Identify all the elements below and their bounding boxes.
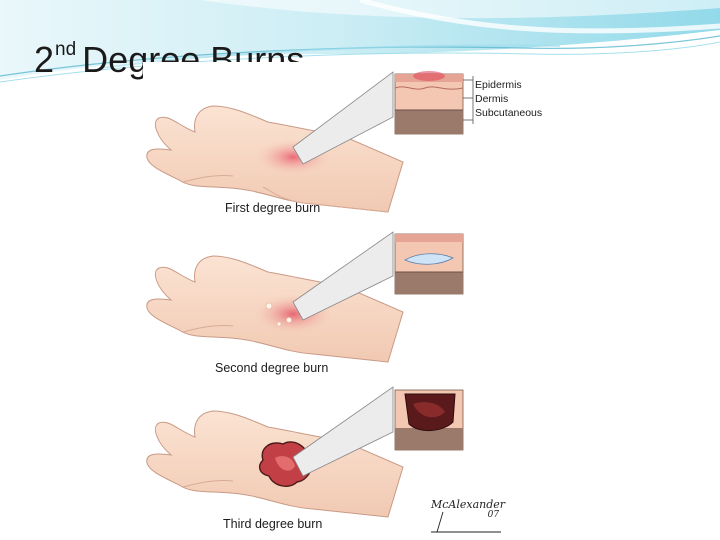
layer-label-subcutaneous: Subcutaneous: [475, 107, 543, 119]
hand-third-degree: [146, 386, 404, 518]
signature-name: McAlexander: [431, 498, 506, 511]
illustration-artwork: [146, 71, 501, 533]
layer-label-epidermis: Epidermis: [475, 79, 522, 91]
skin-block-first-degree: [394, 71, 474, 135]
hand-first-degree: [146, 71, 404, 213]
skin-block-second-degree: [394, 233, 464, 295]
caption-second-degree: Second degree burn: [215, 361, 329, 375]
skin-block-third-degree: [394, 389, 464, 451]
burn-degrees-illustration: Epidermis Dermis Subcutaneous First degr…: [143, 62, 550, 540]
caption-first-degree: First degree burn: [225, 201, 321, 215]
signature-mark: [431, 511, 501, 533]
header-swoosh-decoration: [0, 0, 720, 83]
layer-label-dermis: Dermis: [475, 93, 509, 105]
caption-third-degree: Third degree burn: [223, 517, 323, 531]
title-number: 2: [34, 39, 55, 80]
title-superscript: nd: [55, 39, 77, 60]
hand-second-degree: [146, 231, 404, 363]
signature-year: 07: [487, 509, 500, 520]
